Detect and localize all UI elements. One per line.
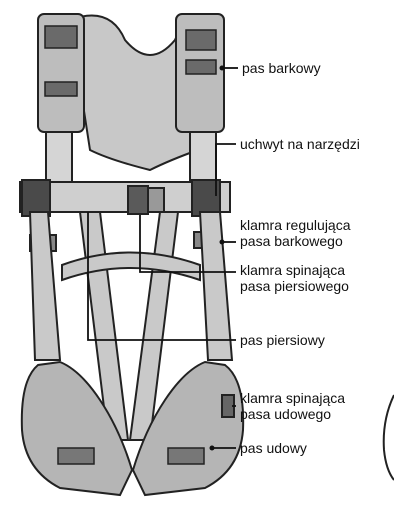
leader-dot-regulujaca — [220, 240, 225, 245]
left-shoulder-strap — [38, 14, 84, 182]
right-side-strap — [200, 212, 232, 360]
label-uchwyt-na-narzedzia: uchwyt na narzędzi — [240, 136, 360, 152]
label-pas-udowy: pas udowy — [240, 440, 307, 456]
chest-buckle — [128, 186, 164, 214]
label-klamra-spinajaca-udowego-1: klamra spinająca — [240, 390, 345, 406]
waist-arch-strap — [62, 253, 200, 281]
leader-dot-barkowy — [220, 66, 225, 71]
label-klamra-spinajaca-piersiowego-2: pasa piersiowego — [240, 278, 349, 294]
label-pas-barkowy: pas barkowy — [242, 60, 321, 76]
label-klamra-regulujaca-1: klamra regulująca — [240, 217, 351, 233]
chest-strap — [20, 180, 230, 216]
label-klamra-spinajaca-piersiowego-1: klamra spinająca — [240, 262, 345, 278]
label-klamra-spinajaca-udowego-2: pasa udowego — [240, 406, 331, 422]
label-pas-piersiowy: pas piersiowy — [240, 332, 325, 348]
label-klamra-regulujaca-2: pasa barkowego — [240, 233, 343, 249]
leader-dot-udowy — [210, 446, 215, 451]
partial-equipment-edge — [384, 395, 394, 480]
